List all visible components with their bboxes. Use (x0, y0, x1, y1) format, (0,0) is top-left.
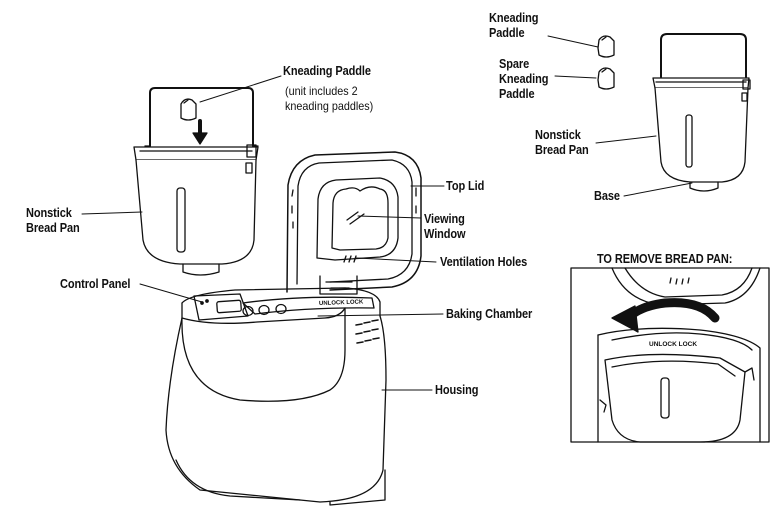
right-bread-pan (652, 33, 751, 192)
label-nonstick-bread-pan-left: Nonstick Bread Pan (26, 206, 80, 236)
bread-machine (165, 151, 422, 506)
label-line: Paddle (489, 26, 525, 40)
ventilation-holes-icon (343, 255, 357, 263)
label-base: Base (594, 189, 620, 203)
insert-arrow-icon (192, 119, 208, 145)
label-top-lid: Top Lid (446, 179, 485, 193)
unlock-lock-marking: UNLOCK LOCK (319, 299, 364, 307)
leader-lines (81, 35, 693, 391)
label-spare-kneading-paddle: Spare Kneading Paddle (499, 57, 549, 102)
label-nonstick-bread-pan-right: Nonstick Bread Pan (535, 128, 589, 158)
left-pan-paddle-icon (180, 98, 197, 121)
label-line: Nonstick (26, 206, 72, 220)
label-line: Kneading (499, 72, 549, 86)
label-control-panel: Control Panel (60, 277, 131, 291)
housing-vents (355, 319, 380, 344)
inset-unlock-lock-marking: UNLOCK LOCK (649, 341, 697, 348)
note-line-2: kneading paddles) (285, 99, 374, 113)
label-viewing-window: Viewing Window (424, 212, 466, 242)
left-bread-pan (133, 87, 259, 276)
label-line: Bread Pan (535, 143, 589, 157)
label-remove-bread-pan-title: TO REMOVE BREAD PAN: (597, 252, 733, 266)
label-housing: Housing (435, 383, 479, 397)
note-kneading-paddles: (unit includes 2 kneading paddles) (285, 84, 373, 114)
remove-pan-inset (570, 267, 770, 443)
label-line: Viewing (424, 212, 465, 226)
label-line: Kneading (489, 11, 539, 25)
label-line: Nonstick (535, 128, 581, 142)
label-line: Bread Pan (26, 221, 80, 235)
label-kneading-paddle-top: Kneading Paddle (489, 11, 539, 41)
label-ventilation-holes: Ventilation Holes (440, 255, 528, 269)
label-line: Spare (499, 57, 530, 71)
label-kneading-paddle: Kneading Paddle (283, 64, 371, 78)
label-line: Window (424, 227, 466, 241)
note-line-1: (unit includes 2 (285, 84, 358, 98)
kneading-paddle-icon (597, 35, 615, 58)
spare-kneading-paddle-icon (597, 67, 615, 90)
label-baking-chamber: Baking Chamber (446, 307, 533, 321)
rotate-arrow-icon (611, 298, 720, 333)
label-line: Paddle (499, 87, 535, 101)
